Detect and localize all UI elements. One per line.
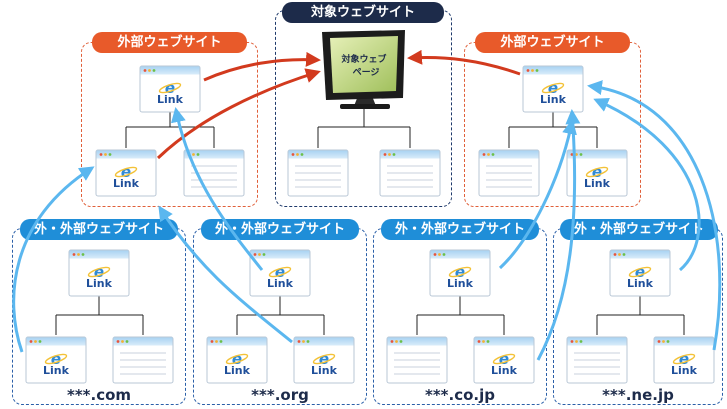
outer-site-label-3: 外・外部ウェブサイト [381, 219, 539, 240]
link-text: Link [113, 177, 140, 190]
link-text: Link [224, 364, 251, 377]
link-text: Link [491, 364, 518, 377]
web-page-icon [566, 336, 628, 384]
domain-label-org: ***.org [251, 386, 309, 404]
link-text: Link [447, 277, 474, 290]
web-page-icon [112, 336, 174, 384]
link-text: Link [584, 177, 611, 190]
web-page-icon [379, 149, 441, 197]
tree-connectors [55, 107, 685, 335]
domain-label-cojp: ***.co.jp [424, 386, 495, 404]
domain-label-nejp: ***.ne.jp [602, 386, 674, 404]
link-text: Link [540, 93, 567, 106]
outer-site-label-4: 外・外部ウェブサイト [560, 219, 718, 240]
link-text: Link [157, 93, 184, 106]
web-page-icon [183, 149, 245, 197]
link-text: Link [311, 364, 338, 377]
link-text: Link [627, 277, 654, 290]
external-site-right-label: 外部ウェブサイト [475, 32, 630, 53]
outer-site-label-1: 外・外部ウェブサイト [20, 219, 178, 240]
link-text: Link [267, 277, 294, 290]
domain-label-com: ***.com [66, 386, 132, 404]
red-link-arrows [156, 49, 521, 160]
target-monitor-icon [322, 30, 405, 109]
web-page-icon [287, 149, 349, 197]
monitor-line-2: ページ [353, 67, 380, 78]
web-page-icon [386, 336, 448, 384]
blue-link-arrows [12, 80, 722, 361]
monitor-line-1: 対象ウェブ [340, 53, 386, 65]
external-site-left-label: 外部ウェブサイト [92, 32, 247, 53]
link-text: Link [86, 277, 113, 290]
link-text: Link [43, 364, 70, 377]
web-page-icon [478, 149, 540, 197]
target-site-label: 対象ウェブサイト [282, 2, 444, 23]
link-text: Link [671, 364, 698, 377]
outer-site-label-2: 外・外部ウェブサイト [201, 219, 359, 240]
